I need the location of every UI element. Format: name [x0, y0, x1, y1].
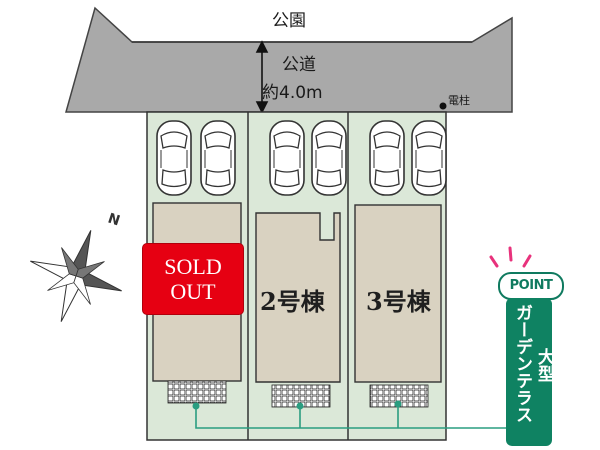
- car-icon: [311, 120, 347, 196]
- garden-terrace-link: [195, 404, 506, 429]
- point-accent-icon: [489, 246, 532, 268]
- road-name-label: 公道: [282, 55, 316, 75]
- car-icon: [411, 120, 447, 196]
- park-label: 公園: [272, 11, 306, 31]
- entrance-tiles-1: [167, 380, 227, 404]
- compass-rose-icon: [30, 230, 122, 322]
- utility-pole-label: 電柱: [448, 94, 470, 107]
- car-icon: [200, 120, 236, 196]
- point-feature-panel: [506, 298, 552, 446]
- sold-out-line2: OUT: [170, 279, 216, 304]
- road-width-arrow: [255, 40, 269, 114]
- house-unit-2: [255, 212, 341, 383]
- car-icon: [369, 120, 405, 196]
- garden-terrace-label: ガーデンテラス: [512, 304, 532, 423]
- sold-out-line1: SOLD: [164, 254, 222, 279]
- house-unit-3: [354, 204, 442, 383]
- car-icon: [156, 120, 192, 196]
- terrace-markers: [192, 400, 402, 410]
- unit-2-label: 2号棟: [260, 287, 325, 316]
- road-width-label: 約4.0m: [262, 83, 323, 103]
- sold-out-badge: SOLD OUT: [143, 244, 243, 314]
- unit-3-label: 3号棟: [366, 287, 431, 316]
- large-size-label: 大型: [534, 348, 554, 382]
- point-badge: POINT: [498, 272, 564, 300]
- car-icon: [269, 120, 305, 196]
- utility-pole-icon: [439, 102, 447, 110]
